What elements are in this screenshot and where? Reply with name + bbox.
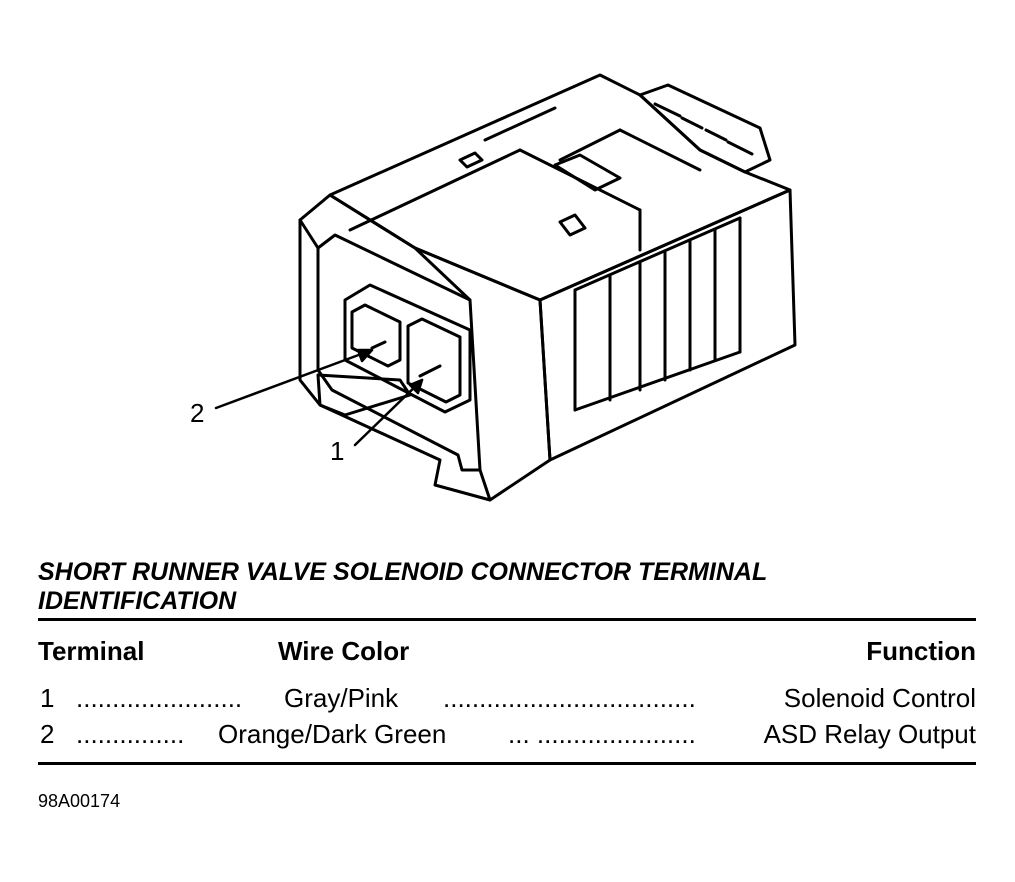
- connector-illustration: [214, 73, 797, 502]
- figure-code: 98A00174: [38, 791, 121, 811]
- leader-dots: ... ......................: [508, 719, 696, 749]
- leader-lines: [214, 348, 424, 447]
- callout-1: 1: [330, 436, 345, 466]
- header-wire-color: Wire Color: [278, 636, 410, 666]
- terminal-cell: 1: [40, 683, 55, 713]
- title-rule: [38, 618, 976, 621]
- leader-dots: .......................: [76, 683, 243, 713]
- table-row: 2 ............... Orange/Dark Green ... …: [38, 718, 976, 750]
- rear-latch: [638, 83, 772, 174]
- leader-dots: ...................................: [443, 683, 696, 713]
- table-bottom-rule: [38, 762, 976, 765]
- wire-color-cell: Gray/Pink: [284, 683, 399, 713]
- function-cell: Solenoid Control: [783, 683, 976, 713]
- terminal-cell: 2: [40, 719, 55, 749]
- callout-2: 2: [190, 398, 205, 428]
- header-terminal: Terminal: [38, 636, 145, 666]
- wire-color-cell: Orange/Dark Green: [218, 719, 447, 749]
- leader-dots: ...............: [76, 719, 185, 749]
- bottom-latch: [316, 373, 412, 417]
- header-function: Function: [866, 636, 976, 666]
- function-cell: ASD Relay Output: [763, 719, 976, 749]
- table-title: SHORT RUNNER VALVE SOLENOID CONNECTOR TE…: [38, 558, 767, 615]
- table-row: 1 ....................... Gray/Pink ....…: [38, 682, 976, 714]
